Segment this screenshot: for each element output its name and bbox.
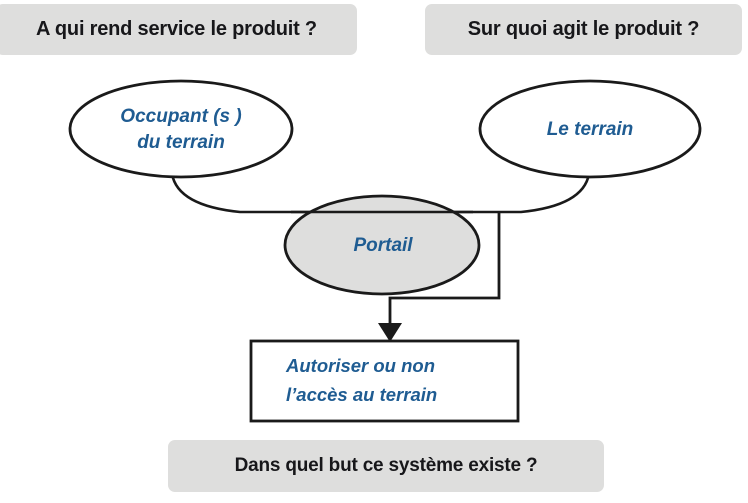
node-actor-ellipse xyxy=(68,79,294,179)
connector-subject-to-system xyxy=(428,172,591,214)
node-system-ellipse xyxy=(283,194,481,296)
connector-system-to-purpose xyxy=(388,212,501,326)
connector-actor-to-system xyxy=(170,172,332,214)
question-banner-purpose: Dans quel but ce système existe ? xyxy=(168,440,604,492)
question-banner-what: Sur quoi agit le produit ? xyxy=(425,4,742,55)
node-purpose-box xyxy=(249,339,520,423)
node-subject-ellipse xyxy=(478,79,702,179)
question-banner-who: A qui rend service le produit ? xyxy=(0,4,357,55)
arrowhead-icon xyxy=(378,323,402,342)
